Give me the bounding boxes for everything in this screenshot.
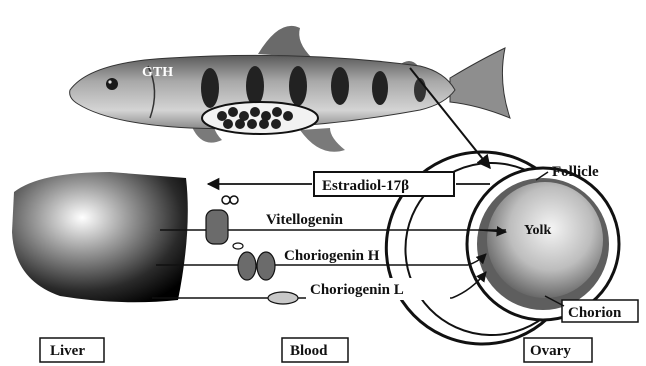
salmon-fish-illustration <box>70 26 510 152</box>
choriogenin-l-protein-icon <box>268 292 298 304</box>
chorion-label: Chorion <box>568 305 622 321</box>
liver-shape <box>12 172 188 302</box>
choriogenin-h-protein-icon <box>238 252 275 280</box>
vitellogenin-protein-icon <box>206 196 243 249</box>
blood-section-label: Blood <box>290 343 328 359</box>
yolk-label: Yolk <box>524 223 551 238</box>
choriogenin-h-label: Choriogenin H <box>284 248 380 264</box>
follicle-label: Follicle <box>552 164 599 180</box>
parr-mark <box>331 67 349 105</box>
parr-mark <box>246 66 264 106</box>
parr-mark <box>201 68 219 108</box>
parr-mark <box>372 71 388 105</box>
parr-mark <box>289 66 307 106</box>
choriogenin-l-label: Choriogenin L <box>310 282 404 298</box>
yolk-sphere <box>487 182 603 298</box>
liver-section-label: Liver <box>50 343 85 359</box>
ovary-section-label: Ovary <box>530 343 571 359</box>
gth-label: GTH <box>142 65 173 80</box>
estradiol-label: Estradiol-17β <box>322 178 409 194</box>
vitellogenin-label: Vitellogenin <box>266 212 344 228</box>
